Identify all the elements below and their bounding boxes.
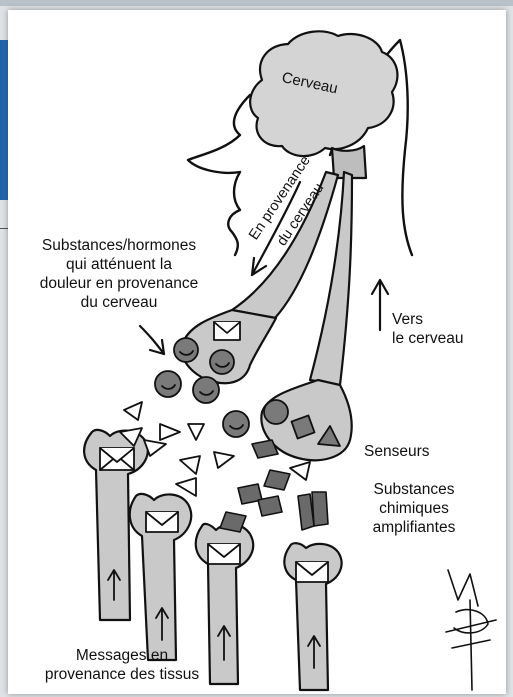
to-brain-label: Vers le cerveau — [392, 310, 464, 348]
smiley-icon — [193, 377, 219, 403]
arrow-to-terminal-icon — [140, 326, 164, 354]
tissue-messages-label: Messages en provenance des tissus — [30, 646, 214, 684]
artist-signature — [446, 570, 496, 690]
chemical-block — [264, 470, 290, 490]
triangle-icon — [290, 462, 310, 480]
envelope-icon — [296, 562, 328, 582]
envelope-icon — [100, 448, 134, 470]
triangle-icon — [176, 478, 196, 496]
amplifying-chemicals-label: Substances chimiques amplifiantes — [360, 480, 468, 537]
chemical-block — [258, 496, 282, 516]
triangle-icon — [188, 424, 204, 440]
arrow-up-icon — [372, 280, 388, 330]
envelope-icon — [146, 512, 178, 532]
smiley-icon — [174, 338, 198, 362]
circle-icon — [264, 400, 288, 424]
head-outline — [188, 95, 250, 255]
envelope-icon — [214, 322, 240, 340]
illustration-panel: Cerveau En provenance du cerveau Substan… — [8, 10, 506, 694]
triangle-icon — [214, 452, 234, 468]
smiley-icon — [223, 411, 249, 437]
smiley-icon — [210, 350, 234, 374]
triangle-icon — [160, 424, 180, 440]
background-top-strip — [0, 0, 513, 6]
sensors-label: Senseurs — [364, 442, 429, 461]
chemical-block — [298, 492, 328, 530]
smiley-icon — [155, 371, 181, 397]
pain-pathway-illustration — [8, 10, 506, 694]
pain-relief-substances-label: Substances/hormones qui atténuent la dou… — [12, 236, 226, 312]
envelope-icon — [208, 544, 240, 564]
triangle-icon — [124, 402, 142, 420]
triangle-icon — [180, 456, 200, 474]
